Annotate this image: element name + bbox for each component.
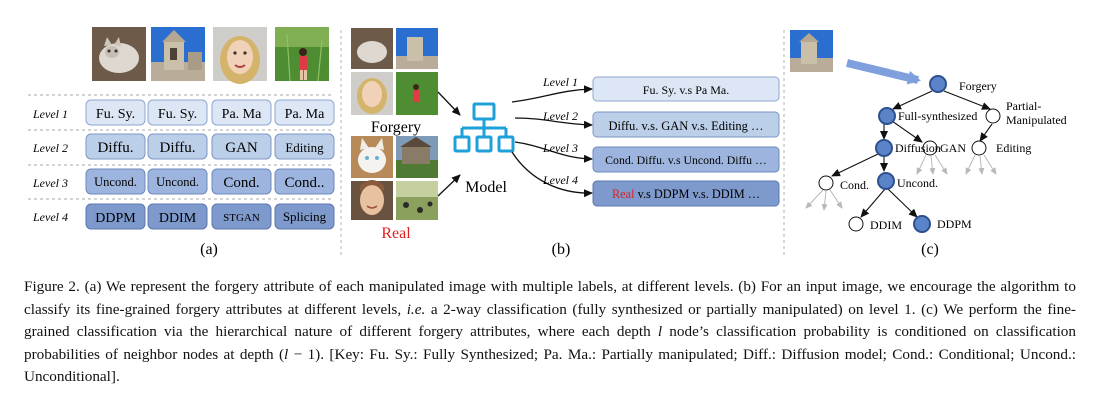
node-label-partial-1: Partial- <box>1006 99 1041 113</box>
output-box-4 <box>592 180 780 207</box>
panel-b: Forgery Real <box>351 28 780 258</box>
image-woman-face <box>213 27 267 84</box>
level-2-label-2: Diffu. <box>160 140 196 156</box>
node-label-editing: Editing <box>996 141 1031 155</box>
node-label-cond: Cond. <box>840 178 869 192</box>
level-3-label-2: Uncond. <box>156 175 199 189</box>
panel-b-label: (b) <box>552 241 571 258</box>
panel-a: Level 1 Level 2 Level 3 Level 4 Fu. Sy. … <box>28 27 335 258</box>
level-2-label-3: GAN <box>225 140 258 156</box>
caption-l: l <box>657 323 663 340</box>
node-editing <box>971 140 987 156</box>
level-2-label-1: Diffu. <box>98 140 134 156</box>
model-label: Model <box>465 179 507 196</box>
node-ddim <box>848 216 864 232</box>
level-2-name: Level 2 <box>32 141 68 155</box>
node-label-gan: GAN <box>940 141 966 155</box>
node-label-partial-2: Manipulated <box>1006 113 1067 127</box>
arrow-level-1 <box>511 85 593 103</box>
output-level-1-name: Level 1 <box>542 75 578 89</box>
arrow-real-to-model <box>437 174 461 197</box>
forgery-label: Forgery <box>371 119 421 136</box>
output-text-1: Fu. Sy. v.s Pa Ma. <box>643 83 729 97</box>
node-partial-manipulated <box>985 108 1001 124</box>
image-cat <box>92 27 146 81</box>
caption-part-2: a 2-way classification (fully synthesize… <box>24 300 1076 341</box>
panel-c: Forgery Full-synthesized Partial- Manipu… <box>790 30 1067 258</box>
input-image-church <box>790 30 833 72</box>
level-1-label-1: Fu. Sy. <box>96 107 135 122</box>
level-3-name: Level 3 <box>32 176 68 190</box>
level-4-label-4: Splicing <box>283 209 327 224</box>
node-forgery <box>929 75 947 93</box>
output-text-4: Real v.s DDPM v.s. DDIM … <box>612 187 760 201</box>
output-text-4-rest: v.s DDPM v.s. DDIM … <box>635 187 760 201</box>
level-2-label-4: Editing <box>285 140 324 155</box>
caption-part-4: − 1). [Key: Fu. Sy.: Fully Synthesized; … <box>24 345 1076 386</box>
output-real-highlight: Real <box>612 187 635 201</box>
model-network-icon <box>453 102 515 153</box>
caption-l2: l <box>284 345 289 363</box>
level-3-label-1: Uncond. <box>94 175 137 189</box>
forgery-images <box>351 28 438 115</box>
level-4-label-2: DDIM <box>159 211 197 226</box>
node-label-forgery: Forgery <box>959 79 997 93</box>
output-level-2-name: Level 2 <box>542 109 578 123</box>
level-1-label-4: Pa. Ma <box>285 107 325 122</box>
output-text-3: Cond. Diffu. v.s Uncond. Diffu … <box>605 153 767 167</box>
level-3-label-4: Cond.. <box>284 175 324 191</box>
level-1-name: Level 1 <box>32 107 68 121</box>
output-level-3-name: Level 3 <box>542 141 578 155</box>
panel-a-label: (a) <box>200 241 218 258</box>
output-box-2 <box>592 111 780 138</box>
node-full-synthesized <box>878 107 896 125</box>
real-images <box>351 136 438 220</box>
node-label-full-synthesized: Full-synthesized <box>898 109 977 123</box>
arrow-level-3 <box>514 141 593 163</box>
tree-edges <box>831 90 993 218</box>
node-label-uncond: Uncond. <box>897 176 938 190</box>
figure-caption: Figure 2. (a) We represent the forgery a… <box>24 276 1076 389</box>
node-cond <box>818 175 834 191</box>
output-box-3 <box>592 146 780 173</box>
image-church <box>151 27 205 81</box>
level-1-label-3: Pa. Ma <box>222 107 262 122</box>
figure-2: Level 1 Level 2 Level 3 Level 4 Fu. Sy. … <box>28 27 1067 258</box>
panel-c-label: (c) <box>921 241 939 258</box>
node-label-ddpm: DDPM <box>937 217 972 231</box>
arrow-forgery-to-model <box>437 91 461 116</box>
level-3-label-3: Cond. <box>223 175 259 191</box>
output-level-4-name: Level 4 <box>542 173 578 187</box>
caption-part-3: node’s classification probability is con… <box>24 323 1076 363</box>
level-1-label-2: Fu. Sy. <box>158 107 197 122</box>
input-arrow <box>846 59 921 85</box>
node-gan <box>922 140 938 156</box>
level-4-label-3: STGAN <box>223 212 260 224</box>
node-label-ddim: DDIM <box>870 218 902 232</box>
image-girl-in-grass <box>275 27 329 82</box>
node-ddpm <box>913 215 931 233</box>
arrow-level-2 <box>514 117 593 129</box>
caption-part-1: Figure 2. (a) We represent the forgery a… <box>24 278 1076 318</box>
node-label-diffusion: Diffusion <box>895 141 941 155</box>
tree-faded-edges <box>805 154 997 211</box>
level-4-name: Level 4 <box>32 210 68 224</box>
node-uncond <box>877 172 895 190</box>
arrow-level-4 <box>511 151 593 198</box>
node-diffusion <box>875 139 893 157</box>
output-text-2: Diffu. v.s. GAN v.s. Editing … <box>608 119 763 133</box>
output-box-1 <box>592 76 780 102</box>
real-label: Real <box>381 225 411 242</box>
level-4-label-1: DDPM <box>95 211 136 226</box>
caption-ie: i.e. <box>406 300 426 318</box>
